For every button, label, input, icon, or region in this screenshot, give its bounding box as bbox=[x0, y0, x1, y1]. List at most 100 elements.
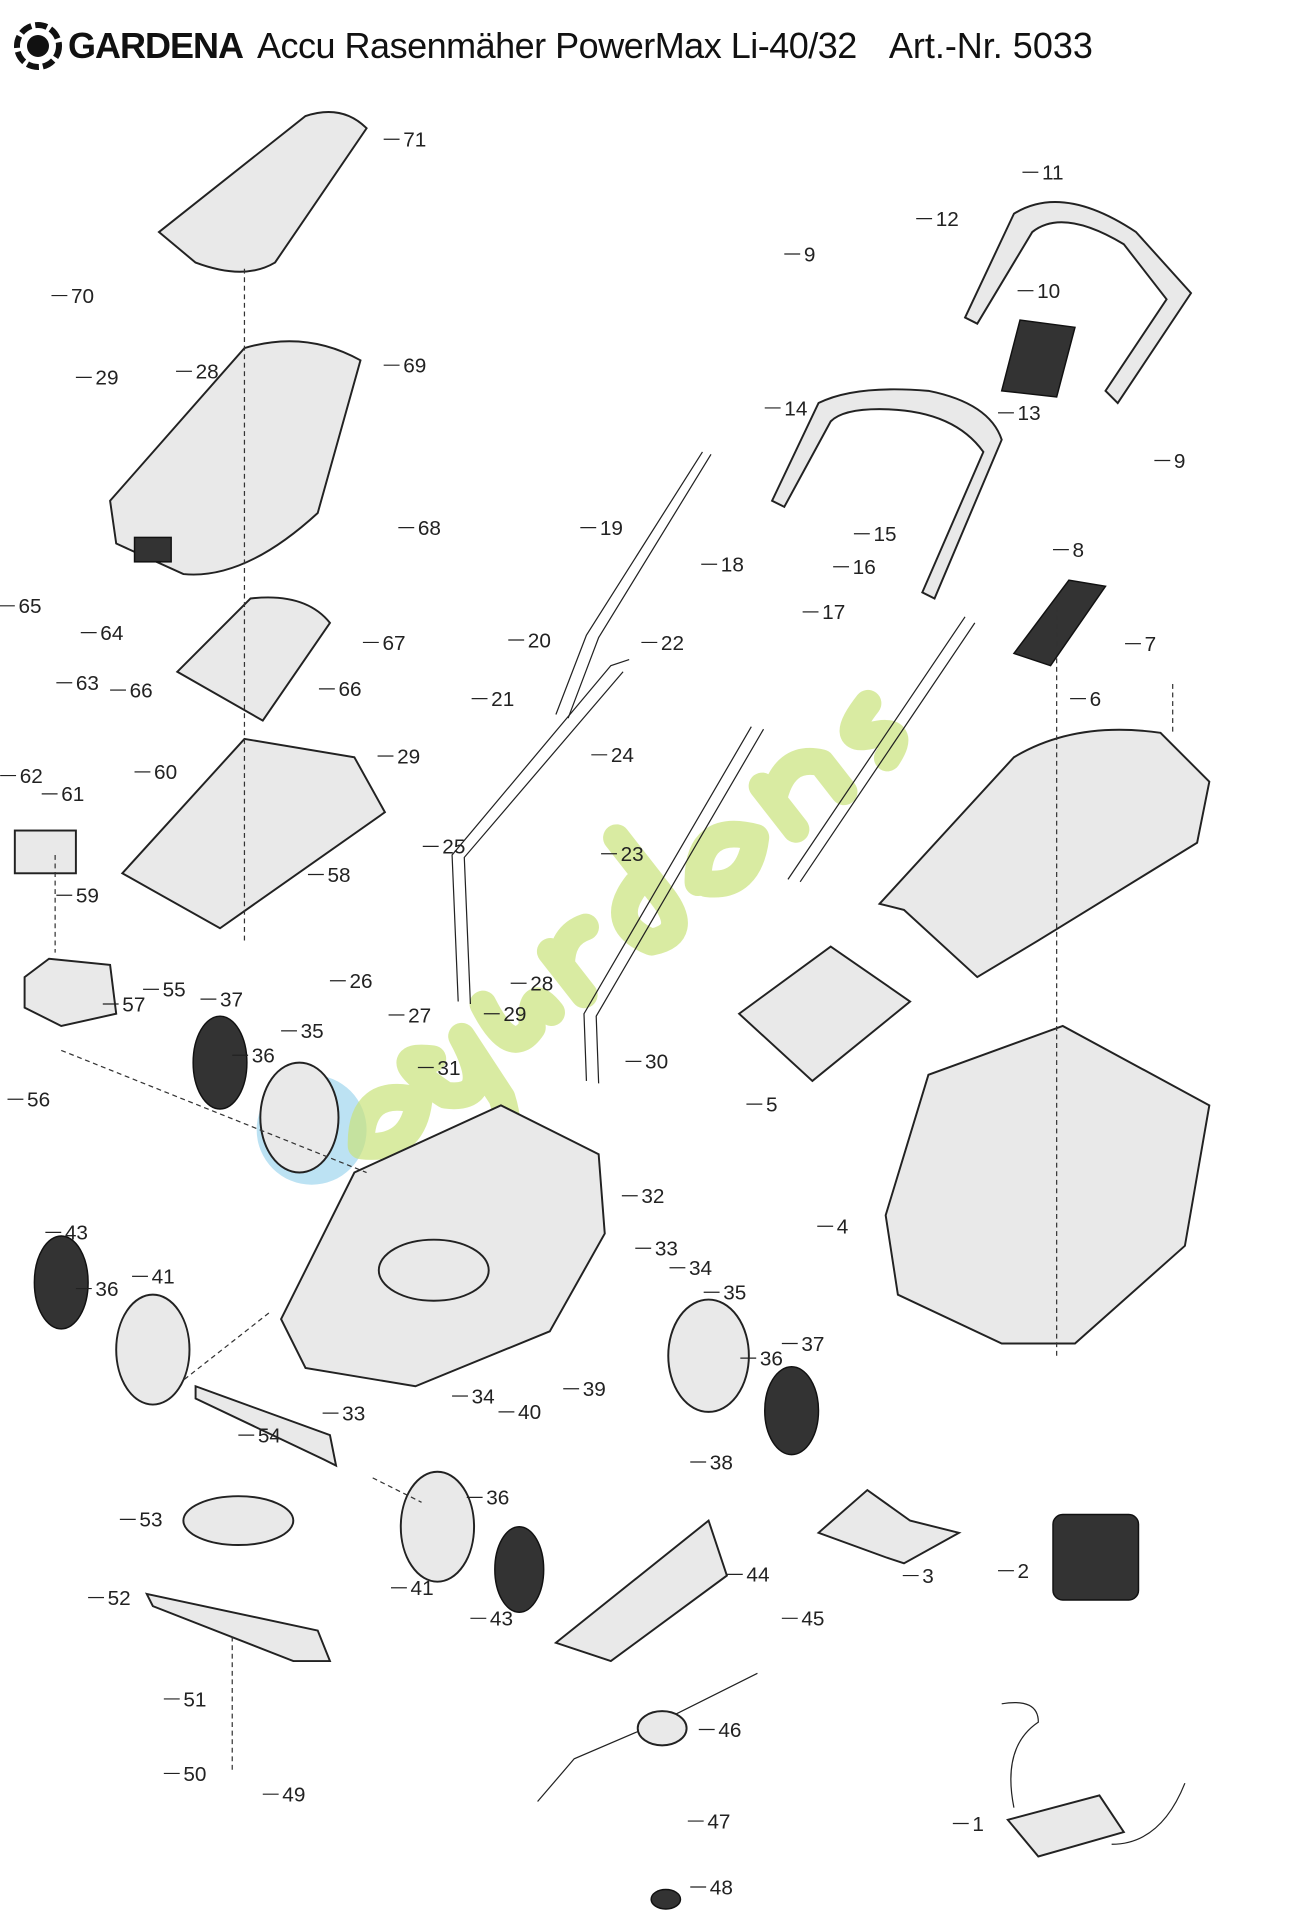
callout-part-45: 45 bbox=[801, 1608, 824, 1631]
callout-part-35: 35 bbox=[301, 1020, 324, 1043]
callout-part-14: 14 bbox=[784, 397, 807, 420]
part-handle-11 bbox=[963, 201, 1193, 405]
callout-part-29: 29 bbox=[95, 367, 118, 390]
callout-part-16: 16 bbox=[853, 556, 876, 579]
callout-part-9: 9 bbox=[1174, 450, 1186, 473]
callout-part-36: 36 bbox=[760, 1347, 783, 1370]
wheel-43-front bbox=[494, 1525, 545, 1613]
callout-part-55: 55 bbox=[163, 979, 186, 1002]
callout-part-3: 3 bbox=[922, 1565, 934, 1588]
callout-part-51: 51 bbox=[183, 1688, 206, 1711]
callout-part-22: 22 bbox=[661, 632, 684, 655]
callout-part-19: 19 bbox=[600, 517, 623, 540]
callout-part-66: 66 bbox=[130, 679, 153, 702]
callout-part-47: 47 bbox=[707, 1810, 730, 1833]
callout-part-62: 62 bbox=[20, 765, 43, 788]
callout-part-34: 34 bbox=[472, 1385, 495, 1408]
watermark-egardens-logo bbox=[256, 689, 909, 1185]
callout-part-13: 13 bbox=[1018, 402, 1041, 425]
wheel-41-front bbox=[399, 1470, 476, 1583]
article-number: Art.-Nr. 5033 bbox=[888, 25, 1093, 66]
callout-part-7: 7 bbox=[1145, 633, 1157, 656]
callout-part-10: 10 bbox=[1037, 280, 1060, 303]
callout-part-27: 27 bbox=[408, 1004, 431, 1027]
callout-part-34: 34 bbox=[689, 1257, 712, 1280]
callout-part-29: 29 bbox=[503, 1003, 526, 1026]
part-motor-57 bbox=[23, 957, 118, 1027]
callout-part-49: 49 bbox=[282, 1784, 305, 1807]
header: GARDENA Accu Rasenmäher PowerMax Li-40/3… bbox=[14, 18, 1093, 74]
callout-part-12: 12 bbox=[936, 208, 959, 231]
callout-part-59: 59 bbox=[76, 885, 99, 908]
part-drawings bbox=[13, 110, 1211, 1910]
callout-part-36: 36 bbox=[252, 1045, 275, 1068]
callout-part-8: 8 bbox=[1073, 539, 1085, 562]
callout-part-61: 61 bbox=[61, 783, 84, 806]
callout-part-48: 48 bbox=[710, 1876, 733, 1899]
brand-name: GARDENA bbox=[68, 25, 244, 66]
callout-part-4: 4 bbox=[837, 1216, 849, 1239]
part-fan-53 bbox=[182, 1495, 295, 1547]
callout-part-58: 58 bbox=[328, 864, 351, 887]
wheel-43-left bbox=[33, 1235, 89, 1330]
callout-part-41: 41 bbox=[152, 1266, 175, 1289]
callout-part-2: 2 bbox=[1018, 1560, 1030, 1583]
callout-part-60: 60 bbox=[154, 761, 177, 784]
callout-part-36: 36 bbox=[486, 1487, 509, 1510]
callout-part-26: 26 bbox=[349, 970, 372, 993]
callout-part-36: 36 bbox=[95, 1278, 118, 1301]
callout-part-37: 37 bbox=[220, 988, 243, 1011]
callout-part-65: 65 bbox=[18, 595, 41, 618]
part-handle-14 bbox=[770, 388, 1003, 600]
callout-part-5: 5 bbox=[766, 1093, 778, 1116]
wheel-41-left bbox=[115, 1293, 191, 1406]
callout-part-21: 21 bbox=[491, 688, 514, 711]
part-3 bbox=[816, 1488, 962, 1565]
part-6 bbox=[877, 728, 1211, 979]
callout-part-9: 9 bbox=[804, 243, 816, 266]
callout-part-30: 30 bbox=[645, 1051, 668, 1074]
callout-part-37: 37 bbox=[801, 1333, 824, 1356]
callout-part-24: 24 bbox=[611, 744, 634, 767]
callout-part-63: 63 bbox=[76, 672, 99, 695]
callout-part-68: 68 bbox=[418, 517, 441, 540]
part-blade-52 bbox=[144, 1592, 332, 1663]
part-top-housing-69 bbox=[109, 340, 362, 576]
callout-part-69: 69 bbox=[403, 355, 426, 378]
part-46 bbox=[537, 1672, 758, 1802]
callout-part-1: 1 bbox=[972, 1813, 984, 1836]
callout-part-53: 53 bbox=[139, 1509, 162, 1532]
callout-part-66: 66 bbox=[338, 678, 361, 701]
callout-part-67: 67 bbox=[382, 632, 405, 655]
callout-part-28: 28 bbox=[530, 973, 553, 996]
gardena-logo-icon bbox=[14, 22, 62, 70]
part-battery-2 bbox=[1052, 1513, 1140, 1601]
part-67 bbox=[175, 596, 332, 722]
callout-part-32: 32 bbox=[641, 1185, 664, 1208]
callout-part-11: 11 bbox=[1042, 162, 1064, 185]
callout-part-18: 18 bbox=[721, 554, 744, 577]
part-cover-71 bbox=[157, 110, 368, 273]
callout-part-38: 38 bbox=[710, 1451, 733, 1474]
wheel-37 bbox=[192, 1015, 248, 1110]
callout-part-23: 23 bbox=[621, 843, 644, 866]
callout-part-40: 40 bbox=[518, 1401, 541, 1424]
callout-part-54: 54 bbox=[258, 1424, 281, 1447]
part-grass-box-4 bbox=[884, 1024, 1211, 1345]
callout-part-25: 25 bbox=[442, 836, 465, 859]
callout-part-20: 20 bbox=[528, 629, 551, 652]
callout-part-33: 33 bbox=[342, 1402, 365, 1425]
callout-part-29: 29 bbox=[397, 745, 420, 768]
wheel-35-right bbox=[667, 1298, 750, 1413]
part-54 bbox=[194, 1384, 338, 1468]
part-5 bbox=[737, 945, 912, 1083]
callout-part-33: 33 bbox=[655, 1238, 678, 1261]
part-bar-19 bbox=[555, 451, 712, 719]
part-10 bbox=[1000, 319, 1076, 398]
part-59 bbox=[13, 829, 77, 875]
part-44 bbox=[553, 1518, 729, 1663]
wheel-35-back bbox=[259, 1061, 340, 1174]
part-bar-right bbox=[787, 616, 976, 883]
